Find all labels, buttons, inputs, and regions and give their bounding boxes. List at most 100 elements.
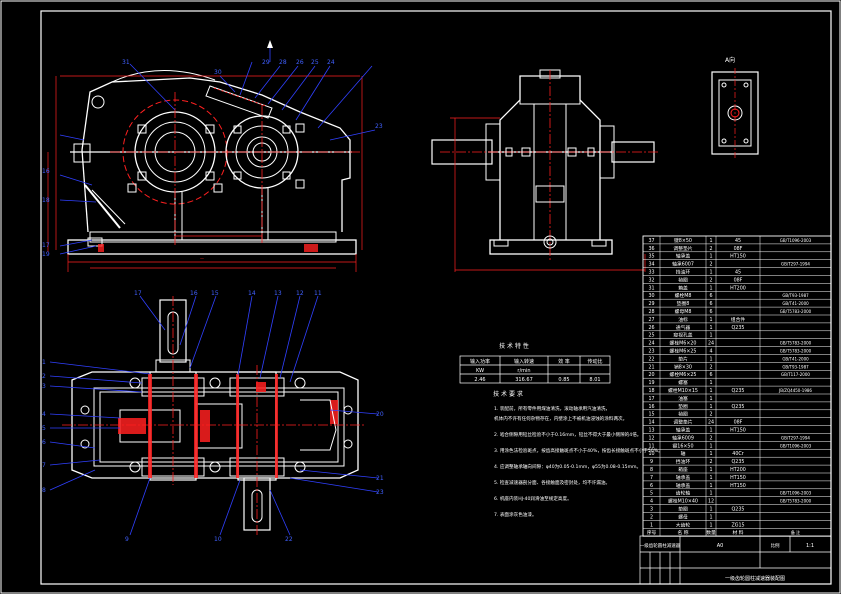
bom-cell-mat: ZG15 (731, 522, 744, 528)
bom-cell-no: 22 (648, 356, 654, 362)
bom-cell-no: 31 (648, 285, 654, 291)
bom-cell-qty: 4 (709, 349, 712, 355)
spec-unit-0: KW (476, 368, 484, 374)
bom-cell-mat: Q235 (732, 459, 745, 465)
bom-cell-no: 23 (648, 349, 654, 355)
bom-cell-qty: 1 (709, 325, 712, 331)
bom-cell-qty: 2 (709, 277, 712, 283)
bom-cell-no: 26 (648, 325, 654, 331)
top-label-2: 26 (296, 59, 304, 66)
spec-value-2: 0.85 (558, 377, 569, 383)
svg-text:21: 21 (376, 475, 384, 482)
bom-cell-mat: HT200 (730, 285, 746, 291)
bom-cell-no: 11 (648, 443, 654, 449)
bom-cell-name: 轴承盖 (676, 474, 691, 481)
bom-cell-no: 35 (648, 254, 654, 260)
bom-cell-qty: 1 (709, 514, 712, 520)
bom-cell-name: 键8×50 (674, 237, 692, 244)
bom-cell-name: 轴承盖 (676, 427, 691, 434)
bom-cell-std: GB/T41-2000 (782, 356, 809, 361)
bom-cell-qty: 24 (708, 341, 714, 347)
bom-cell-name: 轴承盖 (676, 253, 691, 260)
bom-cell-std: GB/T5783-2000 (780, 341, 812, 346)
bom-cell-qty: 1 (709, 388, 712, 394)
plan-left-balloon-3: 4 (42, 411, 46, 418)
bom-cell-no: 27 (648, 317, 654, 323)
tech-req-line: 3. 用涂色法检验斑点，按齿高接触斑点不小于40%，按齿长接触斑点不小于50%。 (494, 447, 663, 454)
plan-left-balloon-4: 5 (42, 425, 46, 432)
bom-cell-qty: 1 (709, 467, 712, 473)
bom-cell-no: 14 (648, 420, 654, 426)
bom-cell-no: 25 (648, 333, 654, 339)
bom-cell-qty: 1 (709, 475, 712, 481)
bom-cell-name: 螺栓M8 (675, 292, 692, 299)
bom-cell-std: GB/T41-2000 (782, 301, 809, 306)
bom-cell-std: GB/T93-1987 (782, 293, 809, 298)
front-view-leaders (59, 42, 376, 255)
bom-cell-name: 垫片 (678, 355, 688, 362)
bom-cell-no: 5 (650, 491, 653, 497)
bom-cell-qty: 1 (709, 317, 712, 323)
bom-cell-qty: 1 (709, 285, 712, 291)
scale-value: 1:1 (806, 543, 814, 549)
svg-text:20: 20 (376, 411, 384, 418)
bom-cell-qty: 1 (709, 254, 712, 260)
top-label-5: 23 (375, 123, 383, 130)
bom-cell-no: 37 (648, 238, 654, 244)
bom-cell-qty: 6 (709, 293, 712, 299)
plan-view-leaders (49, 295, 379, 536)
bom-cell-no: 7 (650, 475, 653, 481)
spec-header-2: 效 率 (558, 358, 570, 365)
bom-cell-no: 16 (648, 404, 654, 410)
bom-cell-no: 3 (650, 507, 653, 513)
bom-cell-no: 30 (648, 293, 654, 299)
company-name: 一级齿轮圆柱减速器装配图 (725, 575, 785, 582)
top-label-3: 25 (311, 59, 319, 66)
bom-cell-name: 螺栓M10×15 (668, 387, 698, 394)
svg-text:30: 30 (214, 69, 222, 76)
bom-cell-name: 螺母M8 (675, 308, 692, 315)
bom-cell-qty: 1 (709, 270, 712, 276)
plan-view (62, 296, 365, 535)
bom-cell-no: 36 (648, 246, 654, 252)
plan-left-balloon-7: 8 (42, 487, 46, 494)
plan-view-balloons: 17 16 15 14 13 12 11 1 2 3 4 5 6 7 8 9 1… (42, 290, 384, 543)
bom-cell-no: 序号 (647, 529, 657, 536)
tech-req-line: 7. 表面涂灰色油漆。 (494, 511, 537, 518)
bom-cell-qty: 6 (709, 372, 712, 378)
tech-req-line: 6. 机座内装HJ-40润滑油至规定高度。 (494, 495, 572, 502)
bom-cell-name: 轴 (681, 450, 686, 457)
plan-left-balloon-2: 3 (42, 383, 46, 390)
a-direction-view: A向 (711, 56, 759, 158)
tech-req-line: 5. 检查减速器剖分面、各接触面及密封处，均不许漏油。 (494, 479, 610, 486)
bom-cell-name: 螺母 (678, 513, 688, 520)
bom-cell-name: 键16×50 (672, 442, 693, 449)
bom-cell-no: 19 (648, 380, 654, 386)
bom-cell-name: 螺栓M6×25 (670, 348, 697, 355)
bom-cell-mat: Q235 (732, 404, 745, 410)
top-label-1: 28 (279, 59, 287, 66)
plan-top-balloon-4: 13 (274, 290, 282, 297)
bom-cell-name: 垫圈 (678, 506, 688, 513)
bom-cell-no: 15 (648, 412, 654, 418)
bom-cell-qty: 1 (709, 443, 712, 449)
spec-title: 技 术 特 性 (499, 342, 529, 350)
bom-cell-qty: 数量 (706, 529, 716, 536)
bom-cell-mat: Q235 (732, 507, 745, 513)
left-balloon-3: 19 (42, 251, 50, 258)
bom-cell-std: GB/T297-1994 (781, 262, 810, 267)
bom-cell-name: 轴承盖 (676, 482, 691, 489)
bom-cell-name: 大齿轮 (676, 521, 691, 528)
bom-cell-mat: Q235 (732, 388, 745, 394)
bom-cell-mat: HT150 (730, 483, 746, 489)
bom-cell-qty: 2 (709, 246, 712, 252)
bom-cell-name: 齿轮轴 (676, 490, 691, 497)
bom-cell-name: 挡油环 (676, 458, 691, 465)
spec-header-3: 传动比 (587, 358, 602, 365)
bom-cell-std: GB/T1096-2003 (780, 443, 812, 448)
plan-left-balloon-0: 1 (42, 359, 46, 366)
bom-cell-name: 窥视孔盖 (673, 332, 692, 339)
front-view-balloons: 31 30 29 28 26 25 24 23 16 18 17 19 (42, 59, 383, 258)
bom-cell-mat: 08F (734, 420, 743, 426)
